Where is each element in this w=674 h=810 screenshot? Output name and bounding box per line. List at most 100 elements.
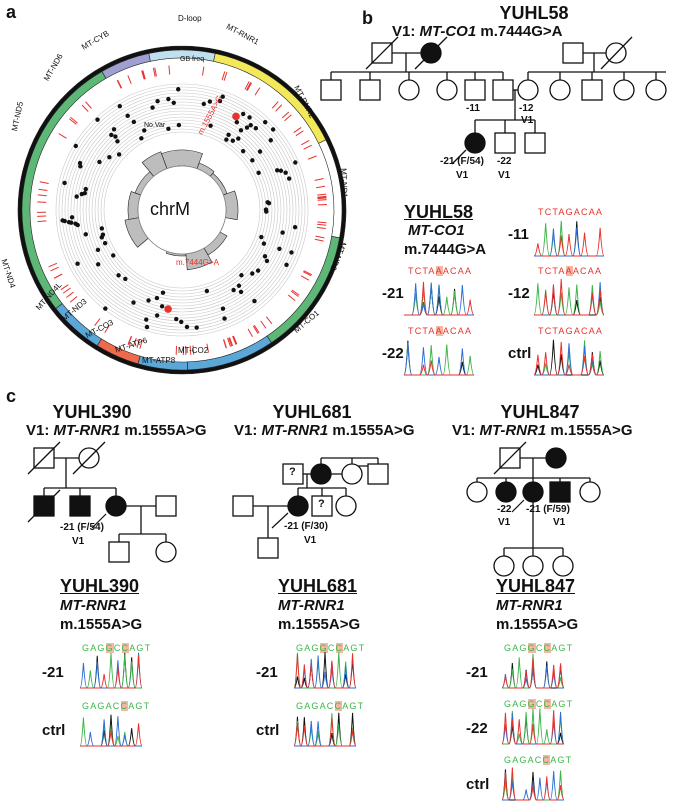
variant-dot (111, 253, 116, 258)
trace-yuhl681-ctrl (293, 712, 357, 747)
seg-cyb (101, 53, 151, 79)
variant-dot (144, 317, 149, 322)
yuhl847-trace-label-22: -22 (466, 720, 488, 737)
variant-tick (247, 328, 253, 337)
yuhl681-seq-gene: MT-RNR1 (278, 597, 345, 614)
variant-tick (62, 287, 71, 294)
variant-tick (253, 324, 260, 334)
variant-tick (301, 140, 310, 146)
variant-tick (168, 65, 171, 75)
variant-tick (116, 80, 122, 89)
circos-plot (17, 45, 347, 375)
variant-tick (221, 71, 226, 81)
circos-grid-ring (58, 86, 306, 334)
yuhl390-variant: V1: MT-RNR1 m.1555A>G (26, 422, 207, 439)
variant-tick (206, 343, 210, 353)
yuhl390-trace-label-ctrl: ctrl (42, 722, 66, 739)
variant-tick (275, 104, 283, 112)
variant-dot (125, 113, 130, 119)
yuhl58-seq-21: TCTAAACAA (408, 266, 473, 276)
variant-dot (97, 159, 102, 165)
variant-tick (38, 188, 48, 192)
variant-tick (192, 345, 195, 355)
yuhl58-trace-label-22: -22 (382, 345, 404, 362)
variant-dot (100, 232, 106, 237)
yuhl390-trace-label-21: -21 (42, 664, 64, 681)
yuhl847-seq-title: YUHL847 (496, 576, 576, 596)
variant-tick (317, 197, 327, 200)
gene-label-atp8: MT-ATP8 (142, 356, 176, 365)
variant-dot (74, 194, 79, 199)
variant-dot (75, 222, 80, 228)
yuhl58-variant: V1: MT-CO1 m.7444G>A (392, 23, 563, 40)
variant-dot (95, 117, 100, 122)
variant-tick (66, 291, 74, 298)
variant-dot (238, 128, 244, 133)
variant-dot (293, 160, 298, 165)
yuhl58-trace-label-11: -11 (508, 226, 529, 243)
yuhl681-seq-title: YUHL681 (278, 576, 358, 596)
variant-dot (284, 262, 289, 268)
yuhl847-seq-22: GAGGCCAGT (504, 699, 574, 709)
variant-dot (102, 240, 108, 246)
variant-tick (265, 316, 273, 325)
variant-tick (85, 101, 92, 109)
variant-dot (123, 276, 128, 282)
trace-yuhl58-11 (533, 220, 605, 257)
yuhl390-title: YUHL390 (52, 402, 132, 422)
variant-dot (234, 120, 240, 125)
variant-tick (281, 111, 290, 119)
variant-tick (60, 284, 69, 291)
yuhl681-unknown-1: ? (289, 466, 296, 478)
variant-tick (37, 220, 47, 223)
variant-dot (240, 111, 246, 117)
yuhl681-seq-variant: m.1555A>G (278, 616, 361, 633)
variant-dot (283, 170, 288, 175)
variant-dot (244, 125, 250, 130)
variant-tick (284, 114, 292, 122)
variant-dot (150, 105, 155, 110)
variant-7444-label: m.7444G>A (176, 258, 219, 267)
variant-tick (316, 185, 326, 189)
variant-tick (316, 226, 326, 229)
variant-dot (116, 273, 121, 278)
variant-dot (103, 306, 108, 311)
variant-tick (303, 270, 312, 276)
circos-grid-ring (73, 101, 291, 319)
variant-dot (95, 247, 101, 253)
yuhl58-seq-gene: MT-CO1 (408, 222, 465, 239)
trace-yuhl390-21 (79, 652, 143, 689)
yuhl847-seq-variant: m.1555A>G (496, 616, 579, 633)
variant-dot (154, 313, 160, 318)
variant-dot (201, 101, 207, 107)
variant-dot (217, 98, 223, 104)
variant-tick (246, 82, 253, 91)
variant-dot (60, 218, 65, 223)
variant-tick (152, 67, 156, 77)
trace-yuhl58-22 (403, 340, 475, 376)
variant-dot (144, 324, 150, 330)
variant-tick (293, 127, 302, 133)
yuhl58-title: YUHL58 (499, 3, 569, 23)
variant-dot (259, 234, 264, 240)
variant-dot (238, 289, 244, 295)
variant-dot (146, 298, 151, 303)
no-var-label: No.Var (144, 122, 166, 129)
variant-dot (257, 149, 263, 154)
variant-dot (248, 123, 253, 128)
variant-dot (226, 132, 231, 138)
variant-dot (261, 241, 267, 246)
variant-dot (280, 230, 285, 235)
variant-dot (75, 261, 80, 266)
variant-dot (268, 138, 273, 143)
variant-dot (250, 271, 255, 276)
variant-dot (236, 283, 242, 288)
variant-tick (244, 81, 250, 90)
yuhl847-seq-21: GAGGCCAGT (504, 643, 574, 653)
variant-dot (111, 127, 117, 132)
yuhl58-label-21: -21 (F/54) (440, 156, 484, 167)
variant-dot (176, 122, 182, 128)
yuhl58-seq-title: YUHL58 (404, 202, 474, 222)
variant-dot (220, 306, 226, 311)
